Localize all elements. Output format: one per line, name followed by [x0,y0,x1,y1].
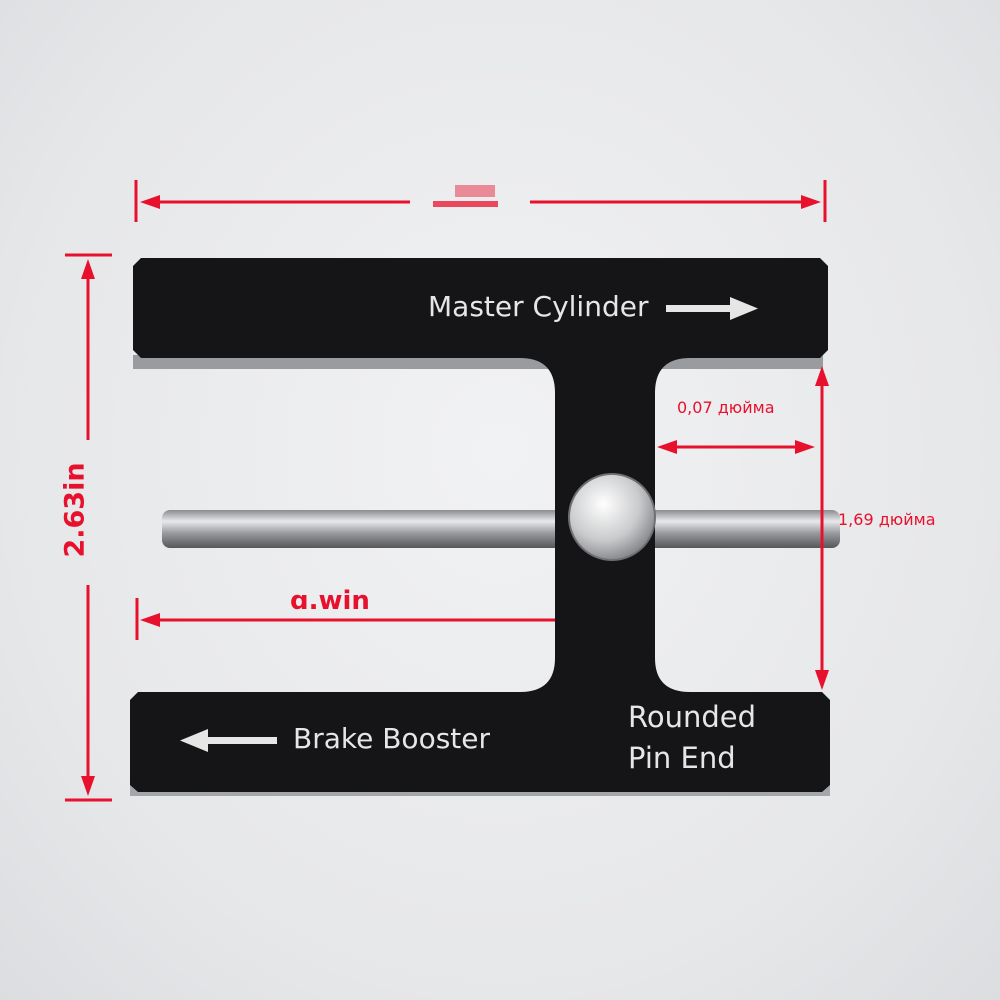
dimension-lines [65,180,829,802]
engraved-arrow-left [180,729,277,752]
master-cylinder-label: Master Cylinder [428,290,649,323]
thumb-screw-knob [568,473,656,561]
rod-dimension-label: 1,69 дюйма [838,510,936,529]
inner-length-label: ɑ.win [290,586,370,616]
pin-end-label: Pin End [628,741,736,775]
rounded-label: Rounded [628,700,757,734]
brake-booster-label: Brake Booster [293,722,490,755]
garbled-top-label-smudge [433,185,498,207]
h-tool-body [130,258,830,792]
pin-rod [162,510,840,548]
gap-dimension-label: 0,07 дюйма [677,398,775,417]
height-dimension-label: 2.63in [59,462,91,558]
engraved-arrow-right [666,297,758,320]
